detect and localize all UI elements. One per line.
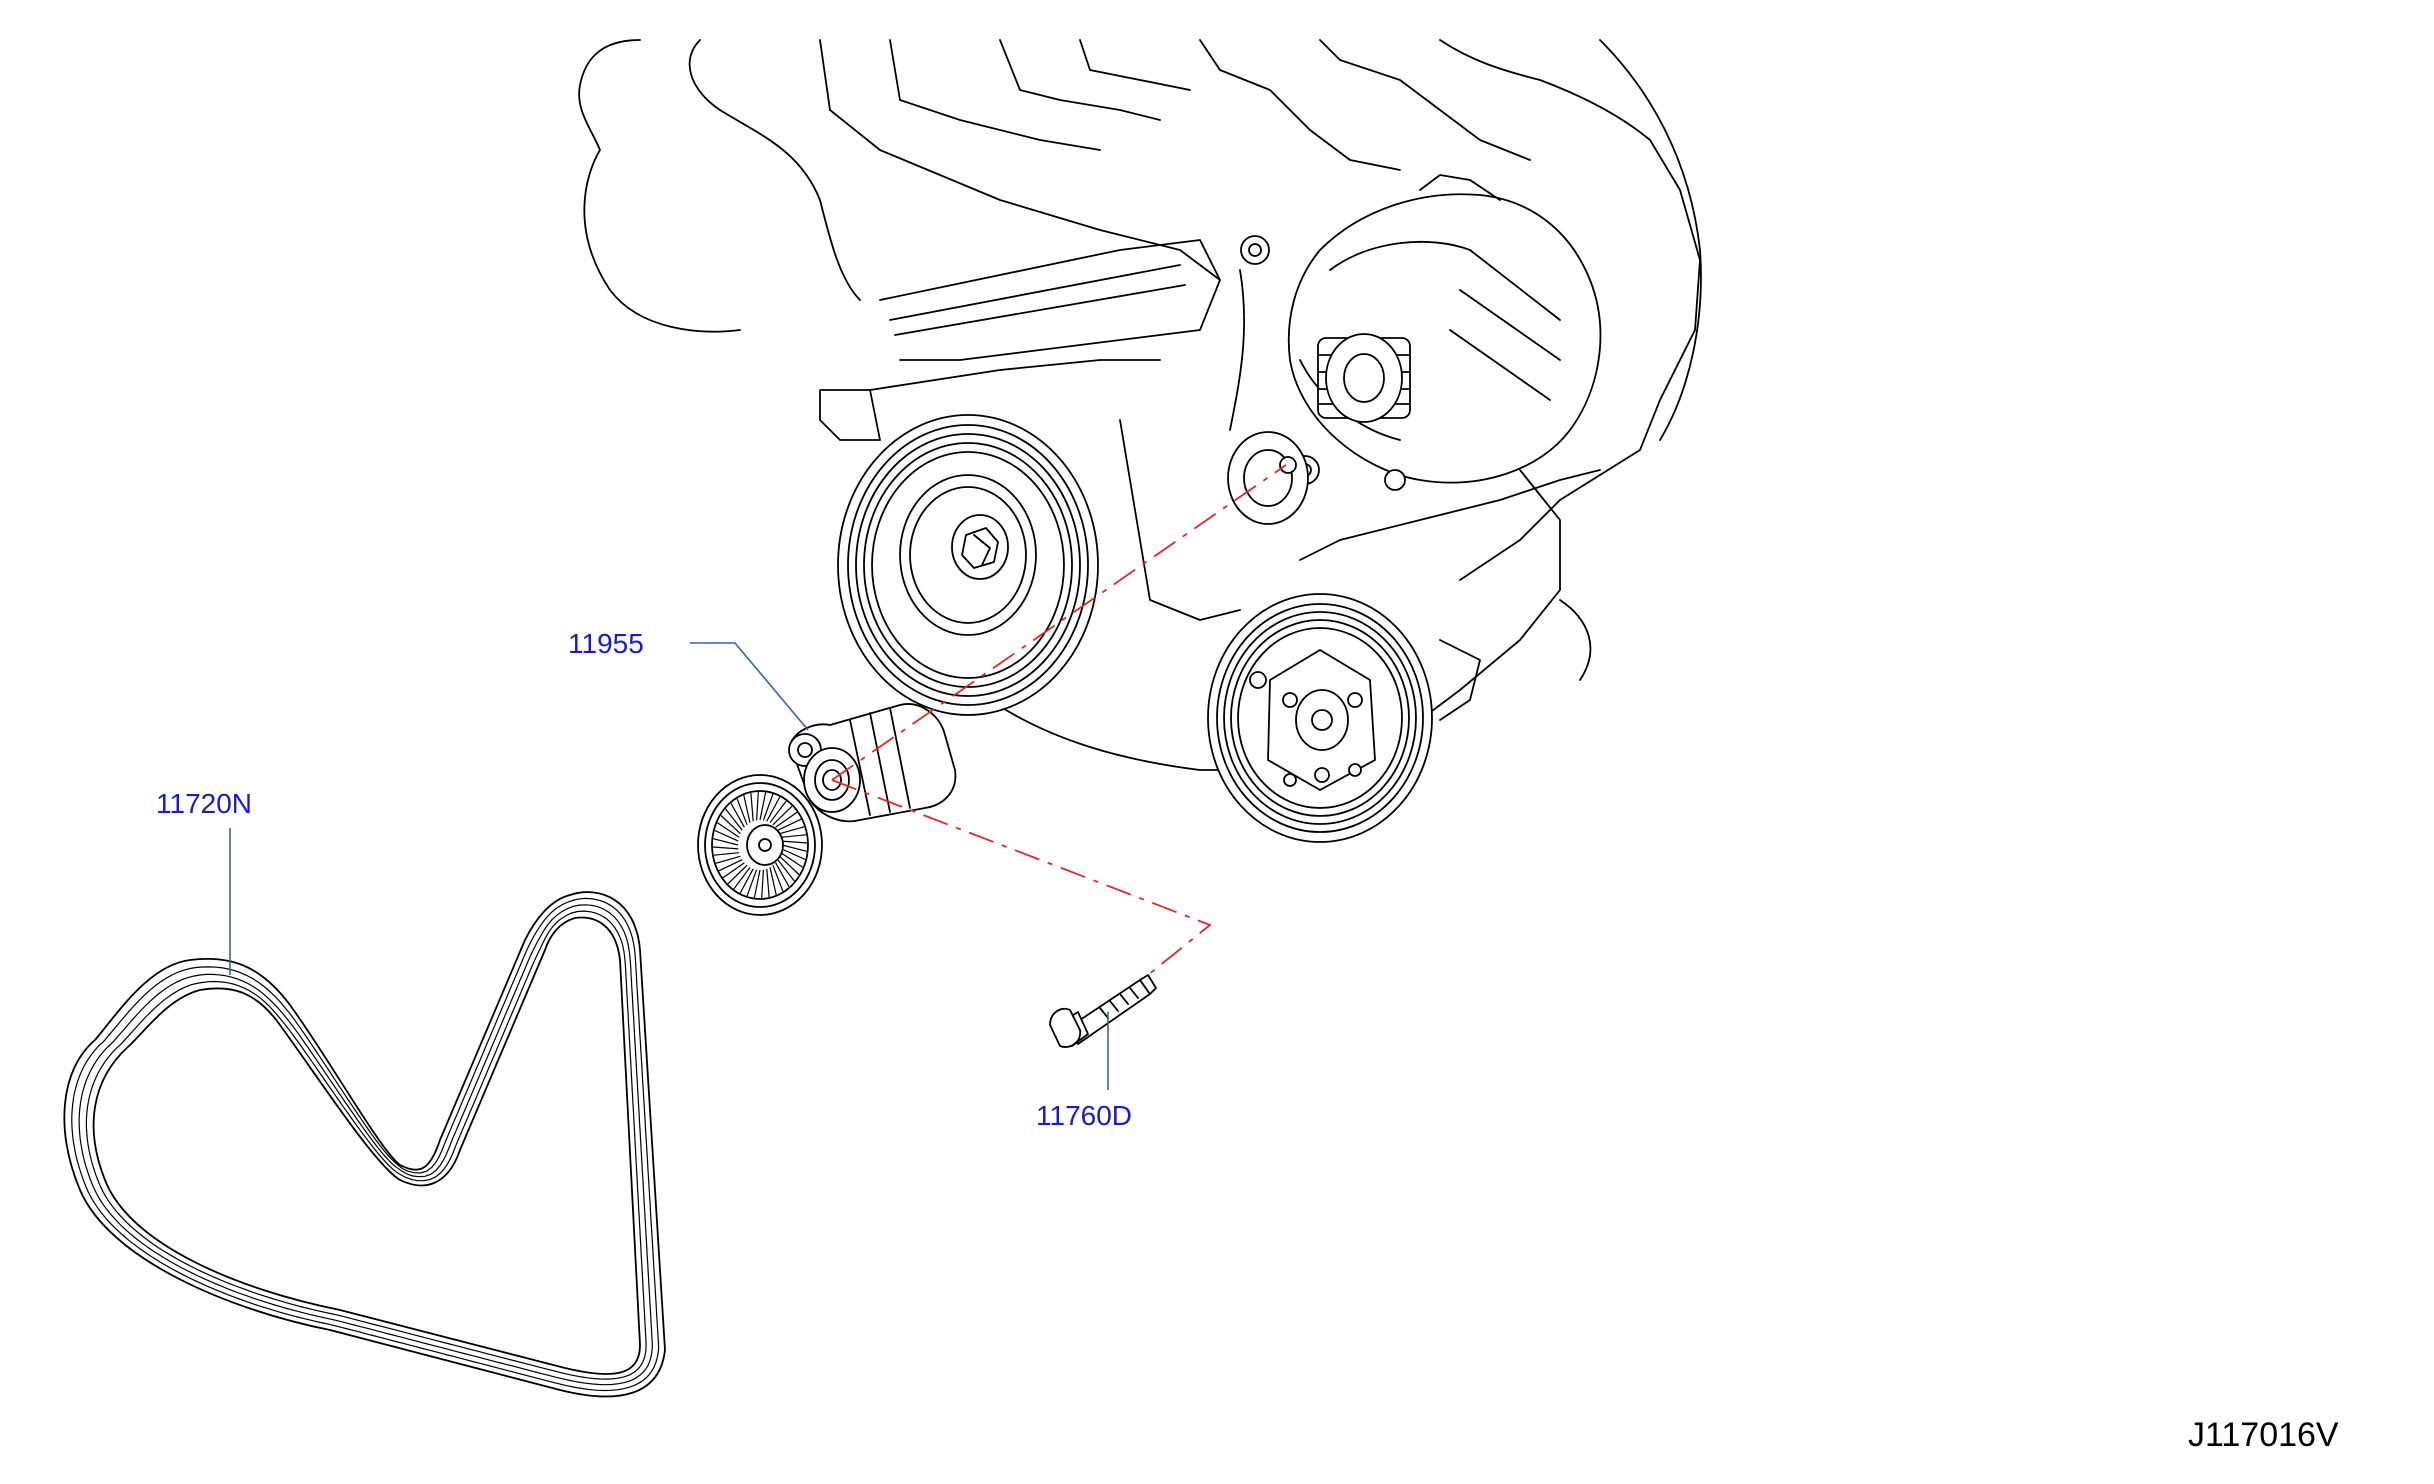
idler-fin-line bbox=[759, 792, 767, 821]
idler-fin-line bbox=[750, 792, 754, 822]
idler-fin-line bbox=[766, 868, 770, 898]
idler-fin-line bbox=[736, 798, 748, 826]
idler-ribs bbox=[712, 791, 808, 899]
alignment-centerlines bbox=[831, 464, 1287, 976]
idler-fin-line bbox=[769, 800, 787, 824]
diagram-reference-code: J117016V bbox=[2188, 1416, 2339, 1454]
idler-fin-line bbox=[720, 815, 741, 835]
idler-fin-line bbox=[733, 866, 751, 890]
belt-ribs bbox=[71, 897, 660, 1392]
belt-tensioner bbox=[788, 703, 957, 823]
belt-rib-line bbox=[71, 897, 660, 1392]
idler-fin-line bbox=[725, 808, 743, 831]
belt-rib-line bbox=[85, 910, 647, 1380]
belt-rib-line bbox=[78, 904, 654, 1386]
idler-fin-line bbox=[713, 838, 739, 846]
idler-fin-line bbox=[775, 811, 798, 828]
idler-fin-line bbox=[777, 859, 795, 882]
alternator bbox=[1240, 174, 1602, 491]
idler-fin-line bbox=[781, 848, 806, 861]
idler-fin-line bbox=[717, 822, 740, 838]
idler-fin-line bbox=[775, 862, 790, 887]
part-label-11955: 11955 bbox=[568, 628, 644, 659]
idler-fin-line bbox=[730, 803, 745, 828]
idler-fin-line bbox=[766, 796, 781, 822]
idler-boss bbox=[1227, 431, 1309, 525]
idler-fin-line bbox=[777, 818, 802, 831]
idler-fin-line bbox=[779, 855, 800, 875]
part-label-11720N: 11720N bbox=[156, 788, 252, 819]
idler-fin-line bbox=[727, 864, 748, 885]
idler-fin-line bbox=[713, 852, 740, 856]
drive-belt bbox=[63, 891, 666, 1398]
idler-fin-line bbox=[772, 805, 793, 826]
idler-fin-line bbox=[761, 869, 764, 899]
idler-fin-line bbox=[781, 844, 807, 852]
idler-fin-line bbox=[743, 795, 751, 823]
idler-fin-line bbox=[780, 834, 807, 838]
idler-fin-line bbox=[781, 840, 808, 844]
idler-fin-line bbox=[712, 846, 739, 850]
idler-fin-line bbox=[715, 855, 741, 864]
mounting-bolt bbox=[1049, 974, 1157, 1048]
centerline-tensioner-bolt bbox=[831, 779, 1212, 976]
idler-fin-line bbox=[756, 791, 759, 821]
idler-fin-line bbox=[762, 793, 774, 821]
centerline-tensioner-upper bbox=[831, 464, 1287, 781]
idler-fin-line bbox=[779, 826, 805, 835]
idler-fin-line bbox=[718, 859, 743, 872]
idler-fin-line bbox=[714, 829, 739, 842]
leader-lines bbox=[229, 642, 1109, 1090]
engine-block bbox=[578, 39, 1702, 771]
idler-fin-line bbox=[753, 869, 761, 898]
compressor-pulley bbox=[1207, 593, 1433, 843]
idler-fin-line bbox=[722, 862, 745, 879]
part-label-11760D: 11760D bbox=[1036, 1100, 1132, 1131]
crankshaft-pulley bbox=[837, 414, 1099, 716]
idler-pulley bbox=[697, 774, 823, 916]
idler-fin-line bbox=[772, 864, 784, 892]
idler-fin-line bbox=[769, 867, 777, 895]
idler-fin-line bbox=[746, 869, 758, 897]
leader-11955 bbox=[690, 642, 809, 731]
idler-fin-line bbox=[780, 852, 803, 868]
idler-fin-line bbox=[739, 868, 754, 894]
